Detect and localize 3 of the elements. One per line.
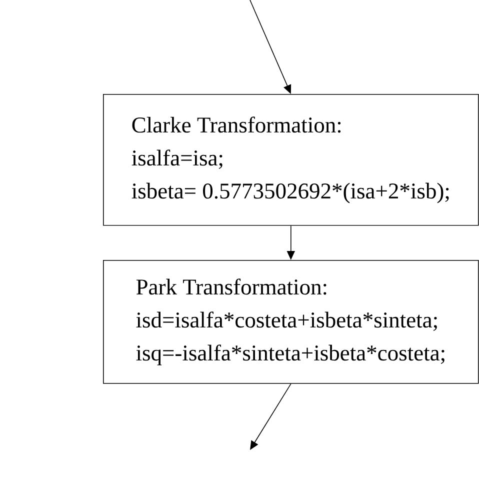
process-box: Clarke Transformation: isalfa=isa; isbeta= 0.5773502692*(isa+2*isb); bbox=[103, 94, 479, 226]
process-box: Park Transformation: isd=isalfa*costeta+isbeta*sinteta; isq=-isalfa*sinteta+isbeta*costeta; bbox=[103, 260, 479, 384]
arrow bbox=[250, 383, 292, 450]
